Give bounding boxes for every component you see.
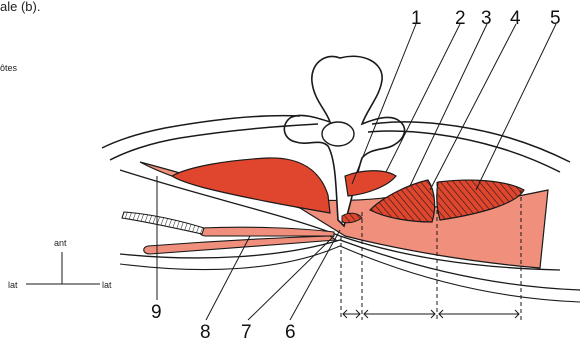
rib-left-inner bbox=[102, 116, 300, 148]
oblique-muscle-strip bbox=[199, 227, 334, 236]
width-arrow-2 bbox=[364, 310, 435, 318]
label-3: 3 bbox=[481, 8, 492, 29]
caption-line-2: ôtes bbox=[0, 63, 18, 73]
vertebral-foramen bbox=[322, 122, 354, 146]
deep-muscle-mass bbox=[172, 158, 330, 213]
label-2: 2 bbox=[455, 8, 466, 29]
abdominal-muscle-strip bbox=[144, 236, 336, 254]
label-7: 7 bbox=[241, 322, 252, 343]
caption-line-1: ale (b). bbox=[0, 0, 40, 14]
label-4: 4 bbox=[510, 8, 521, 29]
compass-label-lat-right: lat bbox=[102, 280, 112, 290]
orientation-compass: ant lat lat bbox=[8, 238, 112, 290]
width-arrow-1 bbox=[343, 310, 360, 318]
label-9: 9 bbox=[151, 302, 162, 323]
compass-label-ant: ant bbox=[54, 238, 67, 248]
width-arrow-3 bbox=[439, 310, 519, 318]
aponeurosis-tendon bbox=[122, 212, 204, 234]
label-6: 6 bbox=[285, 322, 296, 343]
label-8: 8 bbox=[200, 322, 211, 343]
label-1: 1 bbox=[411, 8, 422, 29]
compass-label-lat-left: lat bbox=[8, 280, 18, 290]
label-5: 5 bbox=[550, 8, 561, 29]
